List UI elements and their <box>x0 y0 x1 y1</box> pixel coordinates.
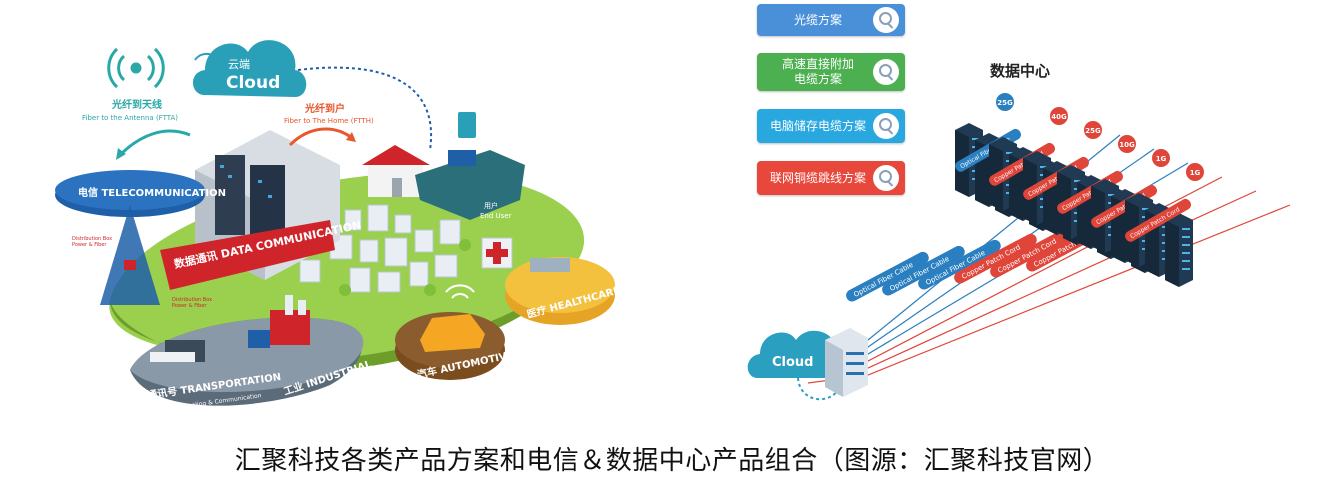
train-icon <box>150 352 195 362</box>
speed-badge-label: 40G <box>1051 113 1067 121</box>
city-buildings <box>299 199 461 293</box>
car-icon <box>420 314 485 352</box>
storage-cable-solution-button[interactable]: 电脑储存电缆方案 <box>757 109 905 143</box>
svg-text:Cloud: Cloud <box>772 355 814 370</box>
ftta-en: Fiber to the Antenna (FTTA) <box>82 114 178 122</box>
speed-badge-label: 10G <box>1119 141 1135 149</box>
speed-badge-label: 1G <box>1190 169 1201 177</box>
end-user-cn: 用户 <box>484 201 498 210</box>
speed-badge-label: 25G <box>997 99 1013 107</box>
svg-text:Power & Fiber: Power & Fiber <box>172 303 207 309</box>
datacomm-band <box>160 220 335 290</box>
speed-badge <box>1050 107 1068 125</box>
svg-text:Cloud: Cloud <box>226 73 280 93</box>
search-icon <box>873 113 899 139</box>
fiber-optic-solution-button[interactable]: 光缆方案 <box>757 4 905 36</box>
cloud-dotted-link <box>297 66 433 151</box>
svg-text:Distribution Box: Distribution Box <box>172 297 212 303</box>
floor-cable-line <box>807 204 1291 384</box>
ftth-en: Fiber to The Home (FTTH) <box>284 117 374 125</box>
speed-badge-label: 1G <box>1156 155 1167 163</box>
search-icon <box>873 165 899 191</box>
figure-caption: 汇聚科技各类产品方案和电信＆数据中心产品组合（图源：汇聚科技官网） <box>234 446 1110 476</box>
car-wifi-icon <box>445 284 475 299</box>
ftth-cn: 光纤到户 <box>304 102 345 115</box>
ftta-cn: 光纤到天线 <box>111 98 162 111</box>
wifi-antenna-icon <box>107 47 165 89</box>
ftta-arrow <box>118 129 191 157</box>
button-label: 高速直接附加 电缆方案 <box>781 57 854 86</box>
distribution-box-icon <box>124 260 136 270</box>
dc-cloud-icon: Cloud <box>747 330 847 378</box>
end-user-en: End User <box>480 212 512 220</box>
speed-badge <box>1118 135 1136 153</box>
speed-badge <box>1084 121 1102 139</box>
svg-text:Power & Fiber: Power & Fiber <box>72 242 107 248</box>
data-center-title: 数据中心 <box>990 62 1050 80</box>
svg-text:云端: 云端 <box>228 58 250 71</box>
server-stack-icon <box>825 328 868 397</box>
speed-badge-label: 25G <box>1085 127 1101 135</box>
button-label: 光缆方案 <box>793 12 842 27</box>
end-user-platform <box>415 150 525 220</box>
speed-badge <box>996 93 1014 111</box>
telecom-datacomm-illustration: 数据通讯 DATA COMMUNICATION 电信 TELECOMMUNICA… <box>55 40 622 416</box>
cloud-icon: 云端 Cloud <box>192 40 307 97</box>
laptop-icon <box>448 150 476 166</box>
house-icon <box>362 145 430 197</box>
button-label: 联网铜缆跳线方案 <box>769 170 866 185</box>
cloud-wifi-icon <box>194 52 213 61</box>
factory-icon <box>248 295 310 348</box>
speed-badge <box>1152 149 1170 167</box>
svg-text:Distribution Box: Distribution Box <box>72 236 112 242</box>
speed-badge <box>1186 163 1204 181</box>
copper-patch-solution-button[interactable]: 联网铜缆跳线方案 <box>757 161 905 195</box>
button-label: 电脑储存电缆方案 <box>769 118 866 133</box>
hospital-bed-icon <box>530 258 570 272</box>
dac-cable-solution-button[interactable]: 高速直接附加 电缆方案 <box>757 53 905 91</box>
search-icon <box>873 59 899 85</box>
telecom-cone <box>100 205 160 305</box>
telecom-label: 电信 TELECOMMUNICATION <box>78 186 226 199</box>
tablet-icon <box>458 112 476 138</box>
search-icon <box>873 7 899 33</box>
ftth-arrow <box>288 127 353 147</box>
